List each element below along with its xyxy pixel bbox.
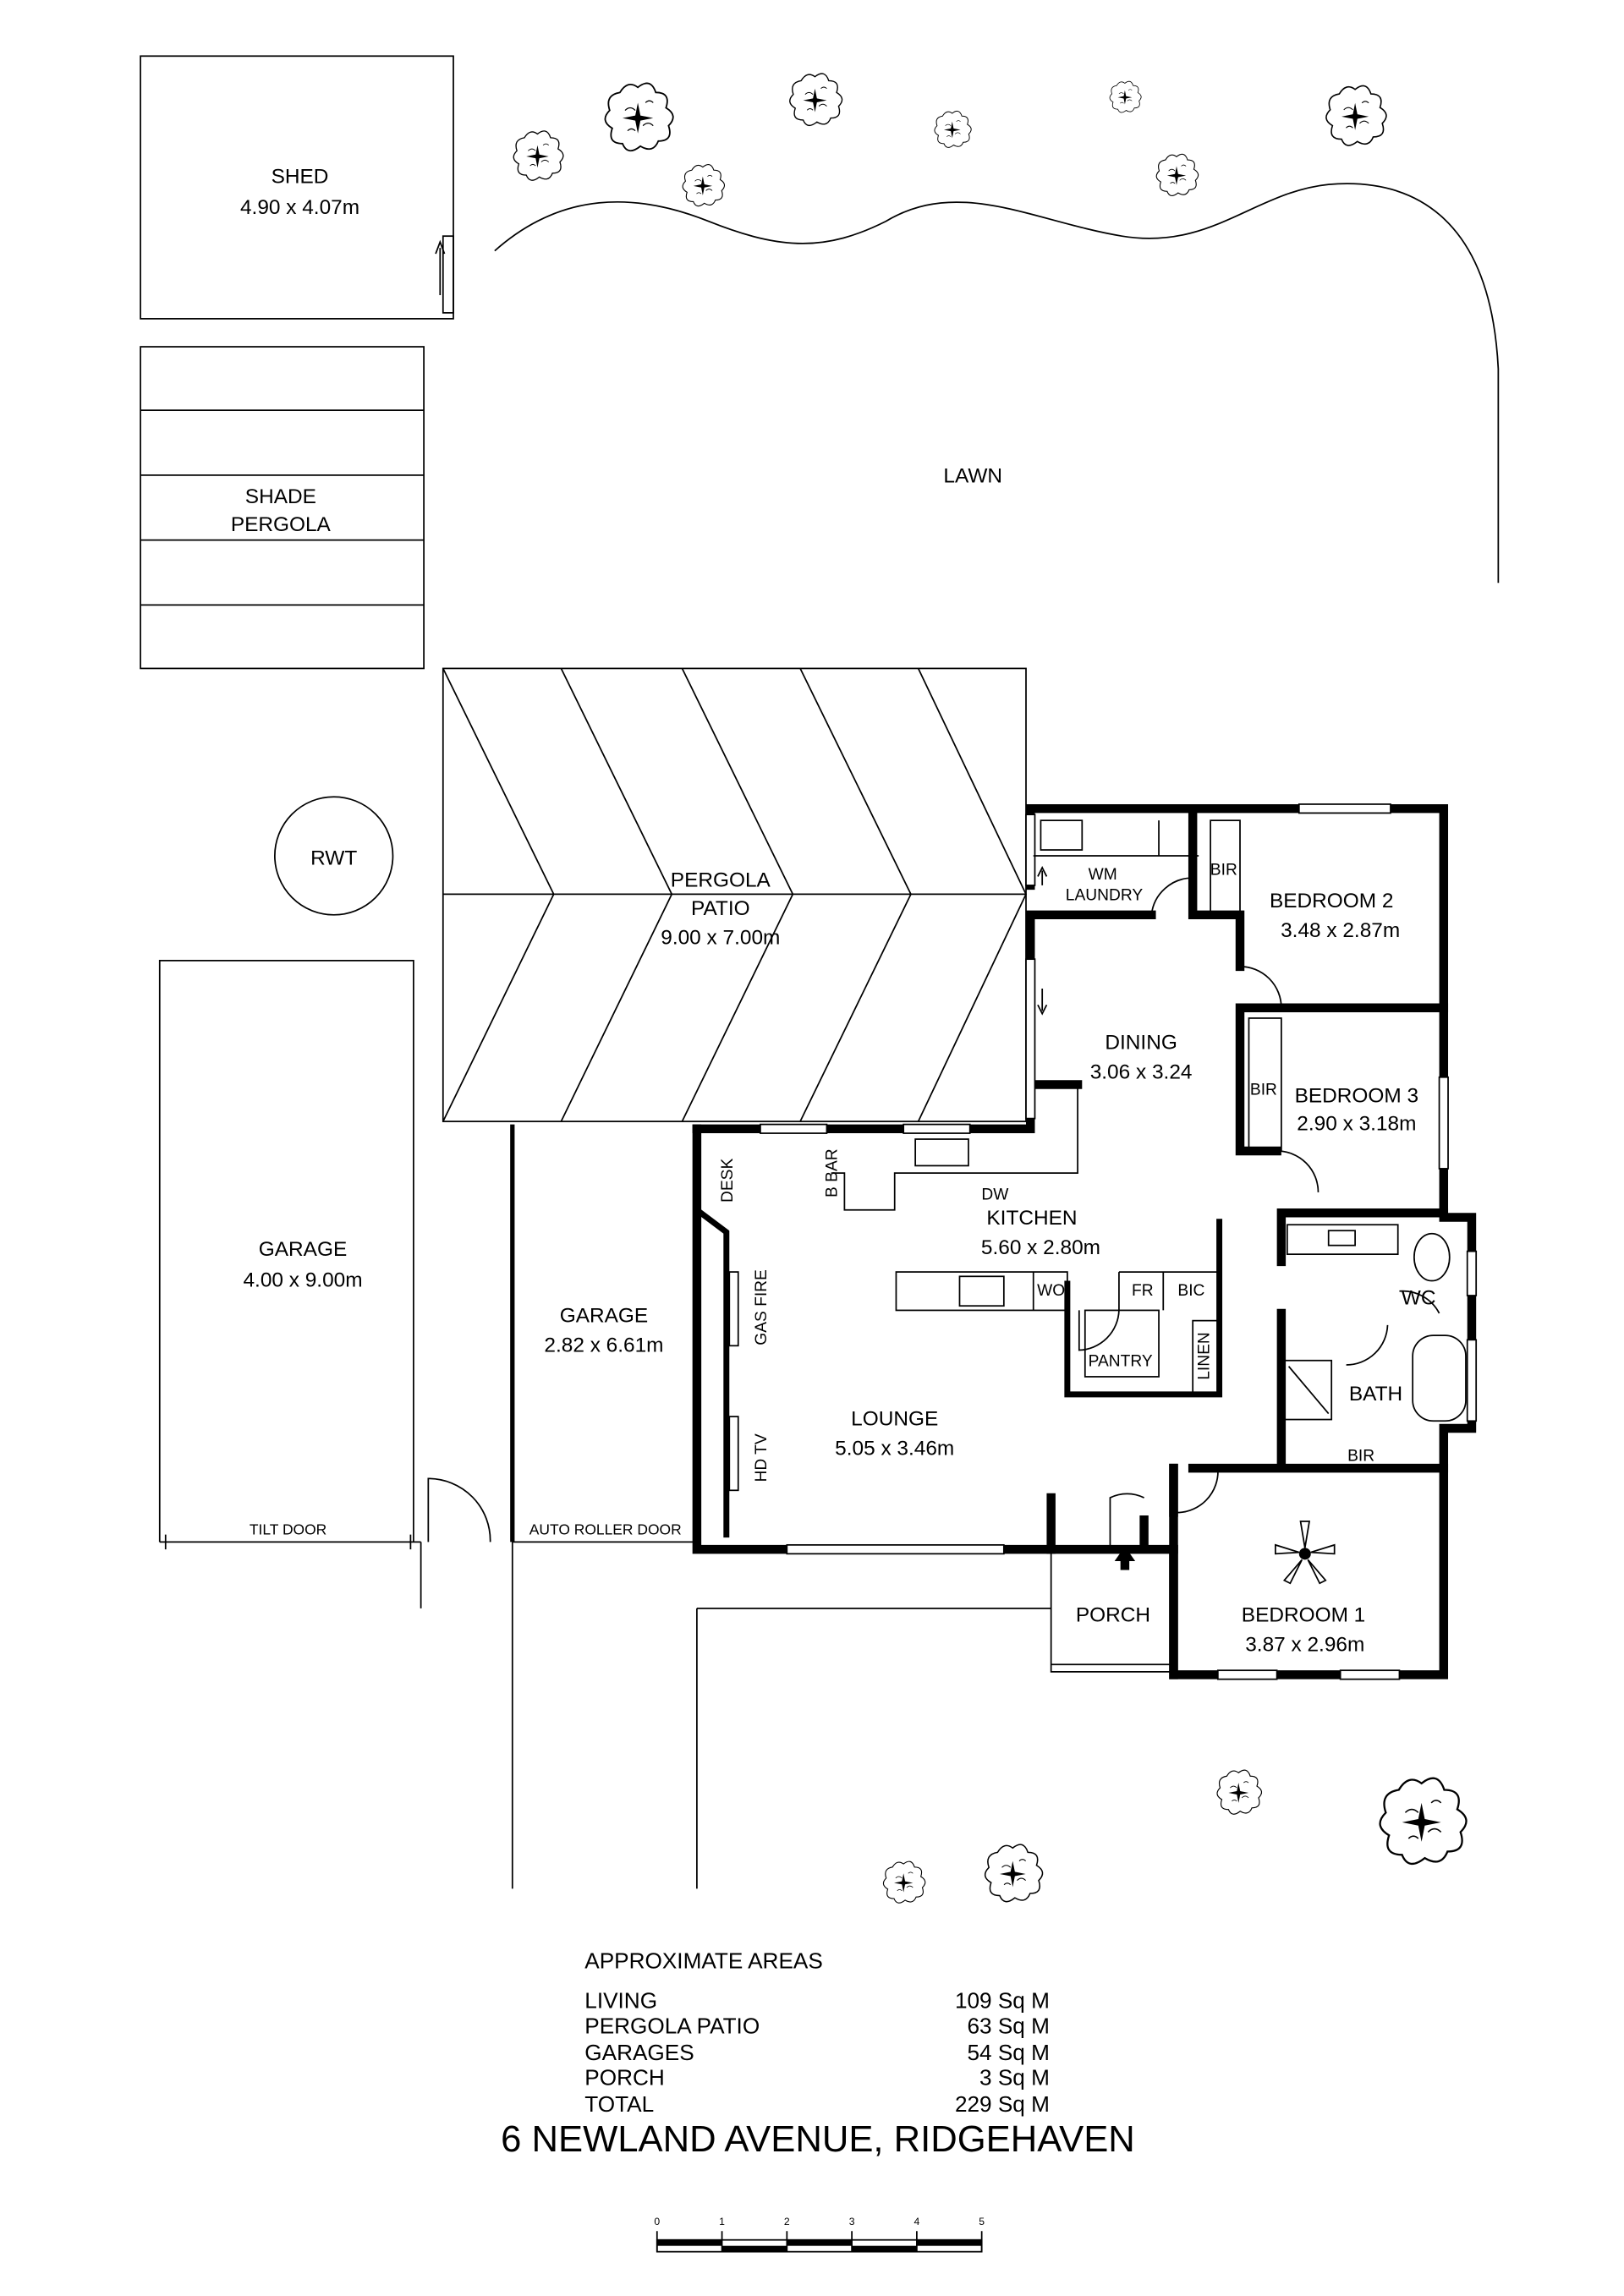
area-value: 229 Sq M: [955, 2091, 1050, 2117]
lawn-label: LAWN: [943, 465, 1002, 488]
tree-icon: [882, 1860, 926, 1904]
bedroom1-size: 3.87 x 2.96m: [1245, 1633, 1364, 1656]
bath-label: BATH: [1349, 1383, 1402, 1406]
tree-icon: [1109, 80, 1142, 113]
gas-fire-label: GAS FIRE: [753, 1269, 771, 1345]
areas-title: APPROXIMATE AREAS: [584, 1948, 822, 1974]
area-value: 63 Sq M: [968, 2013, 1050, 2038]
tilt-door-label: TILT DOOR: [250, 1521, 326, 1538]
wm-label: WM: [1089, 866, 1117, 884]
area-label: PERGOLA PATIO: [584, 2013, 760, 2038]
bir-bedroom1-label: BIR: [1347, 1447, 1374, 1465]
desk-label: DESK: [719, 1159, 737, 1203]
pergola-patio-label-1: PERGOLA: [671, 869, 771, 892]
kitchen-size: 5.60 x 2.80m: [981, 1236, 1100, 1259]
area-value: 54 Sq M: [968, 2040, 1050, 2065]
pergola-patio-label-2: PATIO: [691, 897, 750, 920]
shade-pergola-label-1: SHADE: [245, 485, 316, 508]
room-labels: WM LAUNDRY BIR BEDROOM 2 3.48 x 2.87m DI…: [719, 862, 1436, 1657]
pergola-patio-size: 9.00 x 7.00m: [661, 927, 780, 950]
kitchen-label: KITCHEN: [986, 1207, 1077, 1230]
garage-left-size: 4.00 x 9.00m: [243, 1269, 362, 1292]
tree-icon: [984, 1844, 1044, 1903]
scale-tick-label: 3: [849, 2216, 855, 2228]
house-walls: [692, 803, 1478, 1680]
scale-bar: 0 1 2 3 4 5: [654, 2216, 985, 2253]
pergola-patio: PERGOLA PATIO 9.00 x 7.00m: [442, 667, 1027, 1122]
garage-right: GARAGE 2.82 x 6.61m AUTO ROLLER DOOR: [420, 1124, 1051, 1889]
area-label: PORCH: [584, 2064, 664, 2090]
dining-size: 3.06 x 3.24: [1090, 1060, 1193, 1083]
breakfast-bar-label: B BAR: [824, 1148, 842, 1197]
lounge-size: 5.05 x 3.46m: [835, 1437, 954, 1460]
bir-bedroom3-label: BIR: [1250, 1082, 1277, 1099]
area-label: GARAGES: [584, 2040, 694, 2065]
shade-pergola-label-2: PERGOLA: [231, 513, 332, 536]
tree-icon: [934, 110, 972, 148]
area-value: 3 Sq M: [979, 2064, 1050, 2090]
trees: [513, 73, 1468, 1904]
bedroom1-label: BEDROOM 1: [1242, 1604, 1365, 1627]
tree-icon: [1325, 85, 1387, 146]
tree-icon: [604, 82, 674, 152]
shed-label: SHED: [272, 165, 329, 188]
scale-tick-label: 1: [719, 2216, 725, 2228]
tree-icon: [513, 130, 564, 181]
scale-tick-label: 4: [914, 2216, 919, 2228]
hd-tv-label: HD TV: [753, 1433, 771, 1482]
bir-bedroom2-label: BIR: [1210, 862, 1237, 879]
porch-label: PORCH: [1076, 1604, 1150, 1627]
laundry-label: LAUNDRY: [1066, 886, 1144, 904]
wc-label: WC: [1402, 1286, 1436, 1309]
bic-label: BIC: [1177, 1282, 1204, 1300]
bedroom3-size: 2.90 x 3.18m: [1297, 1113, 1416, 1136]
shade-pergola: SHADE PERGOLA: [140, 346, 425, 670]
shed-size: 4.90 x 4.07m: [240, 196, 359, 219]
scale-tick-label: 2: [784, 2216, 790, 2228]
bedroom2-label: BEDROOM 2: [1270, 890, 1393, 912]
lounge-label: LOUNGE: [851, 1408, 938, 1431]
tree-icon: [682, 163, 726, 207]
areas-table: APPROXIMATE AREAS LIVING 109 Sq M PERGOL…: [584, 1948, 1050, 2117]
dining-label: DINING: [1105, 1032, 1177, 1055]
garage-right-label: GARAGE: [560, 1304, 648, 1327]
bedroom2-size: 3.48 x 2.87m: [1281, 919, 1400, 942]
area-label: TOTAL: [584, 2091, 654, 2117]
area-value: 109 Sq M: [955, 1988, 1050, 2014]
garage-left: GARAGE 4.00 x 9.00m TILT DOOR: [158, 960, 421, 1550]
tree-icon: [1155, 153, 1199, 196]
lawn-edge: [494, 183, 1500, 584]
area-label: LIVING: [584, 1988, 657, 2014]
bedroom3-label: BEDROOM 3: [1295, 1084, 1418, 1107]
garage-right-size: 2.82 x 6.61m: [544, 1334, 663, 1356]
garage-left-label: GARAGE: [259, 1238, 347, 1261]
scale-tick-label: 0: [654, 2216, 660, 2228]
dishwasher-label: DW: [981, 1186, 1009, 1204]
wall-oven-label: WO: [1037, 1282, 1065, 1300]
tree-icon: [1216, 1769, 1263, 1815]
pantry-label: PANTRY: [1089, 1353, 1153, 1371]
door-swing: [427, 1477, 491, 1543]
roller-door-label: AUTO ROLLER DOOR: [529, 1521, 682, 1538]
tree-icon: [789, 73, 843, 127]
fridge-label: FR: [1132, 1282, 1154, 1300]
shed: SHED 4.90 x 4.07m: [140, 55, 454, 320]
linen-label: LINEN: [1195, 1332, 1213, 1380]
property-address: 6 NEWLAND AVENUE, RIDGEHAVEN: [501, 2119, 1135, 2160]
rwt-label: RWT: [310, 847, 357, 869]
scale-tick-label: 5: [979, 2216, 985, 2228]
ceiling-fan-icon: [1275, 1521, 1336, 1585]
rainwater-tank: [273, 796, 394, 916]
tree-icon: [1379, 1777, 1468, 1866]
